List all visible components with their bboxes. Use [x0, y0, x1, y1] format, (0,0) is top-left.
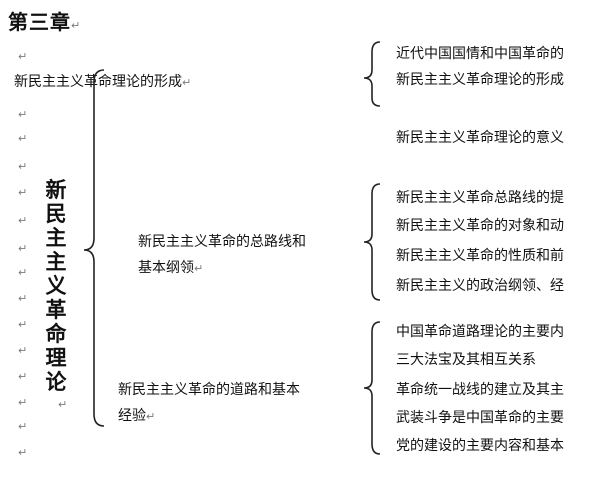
paragraph-mark: ↵ [18, 292, 28, 305]
road-bracket [363, 321, 381, 455]
list-item: 革命统一战线的建立及其主 [396, 382, 564, 398]
paragraph-mark: ↵ [18, 446, 28, 459]
list-item: 新民主主义革命总路线的提 [396, 190, 564, 206]
main-bracket [83, 69, 105, 427]
paragraph-mark: ↵ [18, 186, 28, 199]
formation-bracket [363, 41, 381, 107]
list-item: 新民主主义革命的性质和前 [396, 248, 564, 264]
list-item: 近代中国国情和中国革命的 [396, 46, 564, 62]
paragraph-mark: ↵ [18, 50, 28, 63]
paragraph-mark: ↵ [18, 370, 28, 383]
vertical-title: 新民主主义革命理论 [45, 178, 67, 394]
list-item: 三大法宝及其相互关系 [396, 352, 536, 368]
list-item: 新民主主义革命的对象和动 [396, 218, 564, 234]
section-heading-road: 新民主主义革命的道路和基本 经验↵ [118, 382, 300, 424]
paragraph-mark: ↵ [18, 242, 28, 255]
list-item: 武装斗争是中国革命的主要 [396, 410, 564, 426]
paragraph-mark: ↵ [18, 108, 28, 121]
section-heading-formation: 新民主主义革命理论的形成↵ [14, 74, 192, 90]
list-item: 中国革命道路理论的主要内 [396, 324, 564, 340]
general-line-bracket [363, 183, 381, 301]
paragraph-mark: ↵ [18, 160, 28, 173]
list-item: 党的建设的主要内容和基本 [396, 438, 564, 454]
paragraph-mark: ↵ [18, 420, 28, 433]
paragraph-mark: ↵ [18, 132, 28, 145]
paragraph-mark: ↵ [18, 214, 28, 227]
list-item: 新民主主义革命理论的形成 [396, 72, 564, 88]
paragraph-mark: ↵ [18, 266, 28, 279]
chapter-title: 第三章↵ [8, 10, 82, 34]
paragraph-mark: ↵ [18, 344, 28, 357]
list-item: 新民主主义革命理论的意义 [396, 130, 564, 146]
list-item: 新民主主义的政治纲领、经 [396, 278, 564, 294]
section-heading-general-line: 新民主主义革命的总路线和 基本纲领↵ [138, 234, 306, 276]
paragraph-mark: ↵ [71, 19, 82, 32]
paragraph-mark: ↵ [18, 318, 28, 331]
paragraph-mark: ↵ [58, 398, 68, 411]
paragraph-mark: ↵ [18, 396, 28, 409]
